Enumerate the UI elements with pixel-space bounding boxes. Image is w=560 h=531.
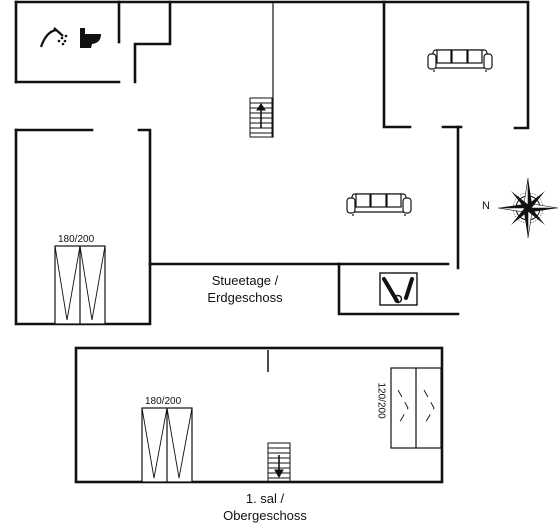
- ground-floor-name-da: Stueetage /: [211, 273, 279, 288]
- compass-north-label: N: [482, 200, 490, 212]
- ground-floor-name-de: Erdgeschoss: [207, 290, 283, 305]
- stairs-down-icon: [267, 442, 291, 483]
- compass-rose-icon: [497, 177, 559, 239]
- double-bed-icon: [141, 407, 193, 483]
- shower-icon: [39, 27, 68, 48]
- first-floor-name-de: Obergeschoss: [223, 508, 307, 523]
- double-bed-icon: [54, 245, 106, 325]
- first-floor-title: 1. sal / Obergeschoss: [200, 490, 330, 524]
- first-floor-name-da: 1. sal /: [245, 491, 285, 506]
- ground-floor-bed-label: 180/200: [58, 234, 95, 245]
- first-floor-double-bed-label: 180/200: [145, 396, 182, 407]
- sofa-icon: [427, 49, 493, 72]
- first-floor-single-bed-label: 120/200: [375, 382, 387, 419]
- toilet-icon: [80, 28, 101, 48]
- single-beds-icon: [390, 367, 442, 449]
- kitchen-icon: [379, 272, 418, 306]
- stairs-up-icon: [249, 97, 273, 138]
- ground-floor-walls: [14, 0, 530, 326]
- sofa-icon: [346, 193, 412, 216]
- first-floor-walls: [74, 346, 444, 484]
- ground-floor-title: Stueetage / Erdgeschoss: [180, 272, 310, 306]
